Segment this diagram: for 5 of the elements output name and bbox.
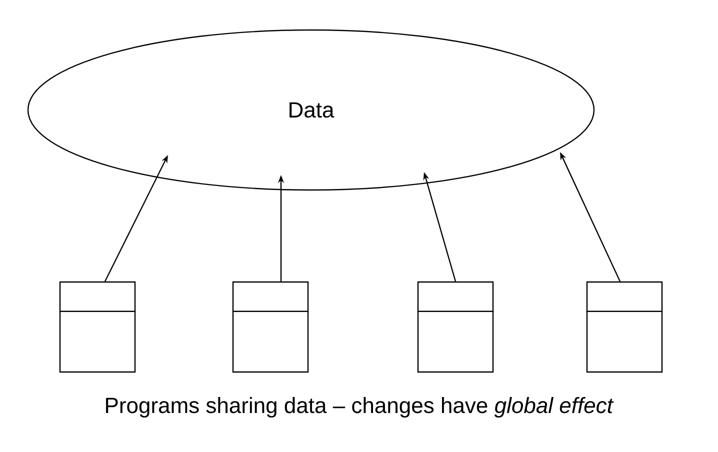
program-box (232, 281, 309, 373)
program-box (59, 281, 136, 373)
program-box (586, 281, 663, 373)
program-box (417, 281, 494, 373)
caption: Programs sharing data – changes have global effect (106, 397, 614, 418)
